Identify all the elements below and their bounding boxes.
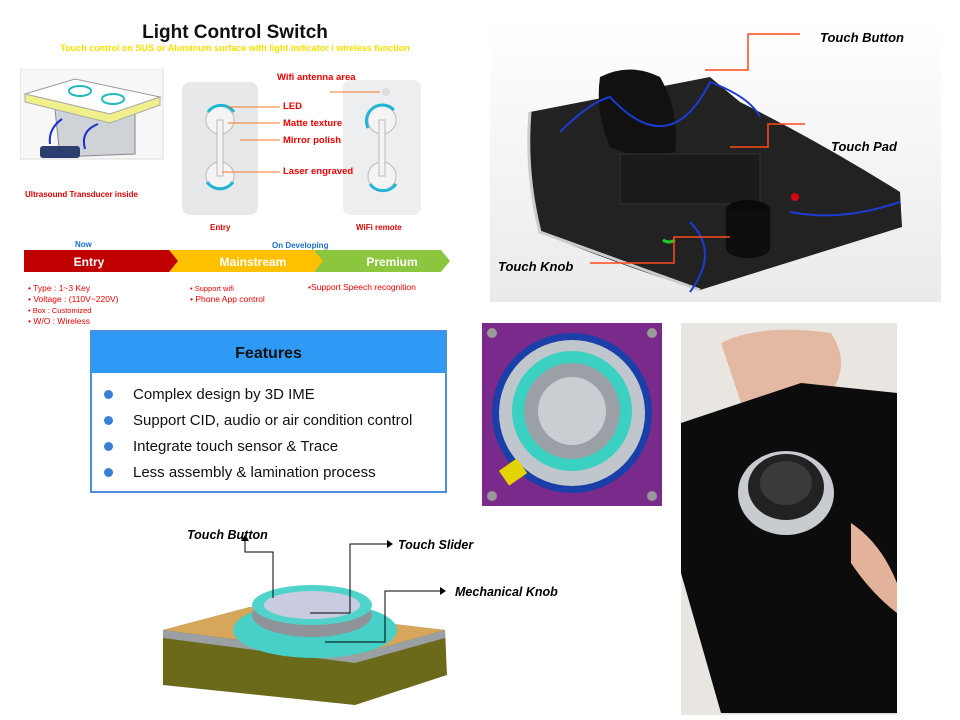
bullet: • Voltage : (110V~220V) xyxy=(28,294,119,304)
transducer-caption: Ultrasound Transducer inside xyxy=(25,190,138,199)
wifi-remote-caption: WiFi remote xyxy=(356,223,402,232)
stage-premium: Premium xyxy=(366,255,418,269)
bullet-icon xyxy=(104,441,113,451)
console-render xyxy=(490,22,941,302)
feature-item: Support CID, audio or air condition cont… xyxy=(104,407,445,433)
bullet: • Support wifi xyxy=(190,284,234,293)
now-label: Now xyxy=(75,240,92,249)
bullet-icon xyxy=(104,467,113,477)
subtitle: Touch control on SUS or Aluminum surface… xyxy=(60,43,410,53)
features-header: Features xyxy=(92,332,445,373)
bullet: • Phone App control xyxy=(190,294,265,304)
feature-item: Integrate touch sensor & Trace xyxy=(104,433,445,459)
premium-bullets: •Support Speech recognition xyxy=(308,282,416,293)
callout-mirror-polish: Mirror polish xyxy=(283,135,342,146)
bullet: • Box : Customized xyxy=(28,306,92,315)
bullet-icon xyxy=(104,389,113,399)
roadmap-arrows xyxy=(24,250,450,272)
stage-entry: Entry xyxy=(73,255,105,269)
switch-box-illustration xyxy=(20,69,164,160)
label-touch-pad: Touch Pad xyxy=(831,139,897,154)
bullet: • W/O : Wireless xyxy=(28,316,91,326)
page-title: Light Control Switch xyxy=(142,22,328,43)
entry-caption: Entry xyxy=(210,223,231,232)
mainstream-bullets: • Support wifi • Phone App control xyxy=(190,283,265,305)
label-touch-button-model: Touch Button xyxy=(187,528,268,542)
mainstream-arrow xyxy=(168,250,323,272)
bullet-icon xyxy=(104,415,113,425)
premium-arrow xyxy=(313,250,450,272)
feature-text: Integrate touch sensor & Trace xyxy=(133,437,339,455)
label-touch-knob: Touch Knob xyxy=(498,259,574,274)
entry-bullets: • Type : 1~3 Key • Voltage : (110V~220V)… xyxy=(28,283,118,327)
callout-wifi-antenna: Wifi antenna area xyxy=(277,72,356,83)
feature-item: Less assembly & lamination process xyxy=(104,459,445,485)
feature-text: Less assembly & lamination process xyxy=(133,463,376,481)
label-touch-slider: Touch Slider xyxy=(398,538,474,552)
bullet: •Support Speech recognition xyxy=(308,282,416,292)
developing-label: On Developing xyxy=(272,241,329,250)
callout-led: LED xyxy=(283,101,302,112)
callout-laser-engraved: Laser engraved xyxy=(283,166,354,177)
bullet: • Type : 1~3 Key xyxy=(28,283,91,293)
feature-text: Support CID, audio or air condition cont… xyxy=(133,411,413,429)
switch-renderings xyxy=(182,80,421,215)
feature-text: Complex design by 3D IME xyxy=(133,385,315,403)
entry-arrow xyxy=(24,250,178,272)
label-mechanical-knob: Mechanical Knob xyxy=(455,585,558,599)
knob-3d-model xyxy=(163,535,447,705)
stage-mainstream: Mainstream xyxy=(219,255,287,269)
cad-top-view xyxy=(482,323,662,506)
label-touch-button: Touch Button xyxy=(820,30,904,45)
callout-matte-texture: Matte texture xyxy=(283,118,343,129)
features-box: Features Complex design by 3D IME Suppor… xyxy=(90,330,447,493)
product-photo xyxy=(681,323,897,715)
feature-item: Complex design by 3D IME xyxy=(104,381,445,407)
